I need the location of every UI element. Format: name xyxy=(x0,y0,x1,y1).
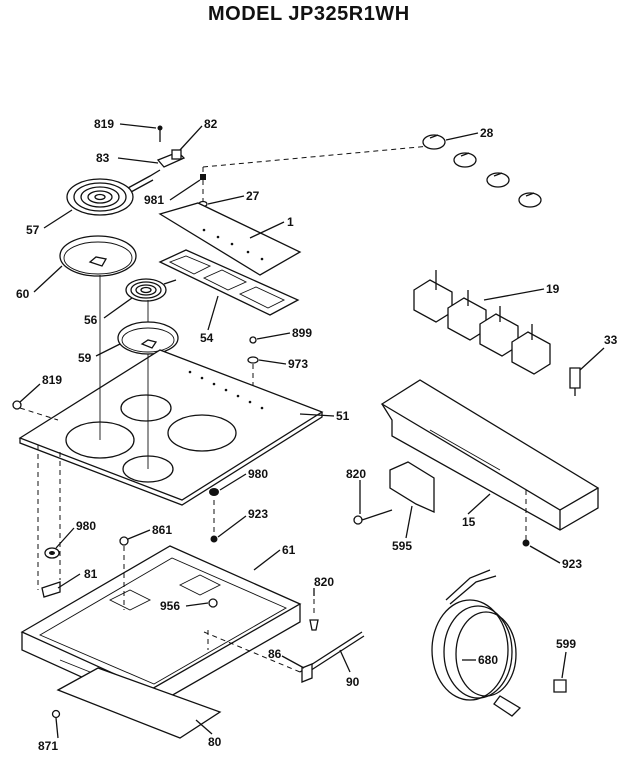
bracket-595 xyxy=(389,461,435,514)
label-56: 56 xyxy=(84,313,98,327)
label-19: 19 xyxy=(546,282,560,296)
terminal-block xyxy=(156,125,186,168)
control-knobs-28 xyxy=(422,134,542,208)
label-973: 973 xyxy=(288,357,308,371)
label-956: 956 xyxy=(160,599,180,613)
label-82: 82 xyxy=(204,117,218,131)
label-33: 33 xyxy=(604,333,618,347)
strain-relief-599 xyxy=(553,679,567,693)
label-27: 27 xyxy=(246,189,260,203)
label-871: 871 xyxy=(38,739,58,753)
burner-box-61 xyxy=(20,545,302,709)
bottom-plate-80 xyxy=(56,667,222,739)
label-899: 899 xyxy=(292,326,312,340)
label-57: 57 xyxy=(26,223,40,237)
label-90: 90 xyxy=(346,675,360,689)
diagram-title: MODEL JP325R1WH xyxy=(208,3,410,25)
drip-pan-small xyxy=(117,321,179,355)
label-15: 15 xyxy=(462,515,476,529)
screw-923a xyxy=(210,535,218,543)
label-680: 680 xyxy=(478,653,498,667)
label-861: 861 xyxy=(152,523,172,537)
label-923a: 923 xyxy=(248,507,268,521)
label-595: 595 xyxy=(392,539,412,553)
leader-lines xyxy=(19,123,605,739)
screw-871 xyxy=(51,709,61,719)
bracket-81 xyxy=(41,581,61,598)
grommet-980b xyxy=(44,547,60,559)
label-820a: 820 xyxy=(346,467,366,481)
label-54: 54 xyxy=(200,331,214,345)
label-60: 60 xyxy=(16,287,30,301)
screw-899 xyxy=(249,336,257,344)
label-819b: 819 xyxy=(42,373,62,387)
clip-27 xyxy=(198,180,208,208)
label-80: 80 xyxy=(208,735,222,749)
screw-981 xyxy=(200,145,431,180)
indicator-light-33 xyxy=(569,367,581,396)
screw-819b xyxy=(12,400,59,421)
label-981: 981 xyxy=(144,193,164,207)
label-923b: 923 xyxy=(562,557,582,571)
gasket-54 xyxy=(158,249,300,316)
drip-pan-large xyxy=(59,235,137,277)
label-599: 599 xyxy=(556,637,576,651)
surface-unit-small xyxy=(125,278,177,302)
label-86: 86 xyxy=(268,647,282,661)
label-83: 83 xyxy=(96,151,110,165)
part-labels: 819 82 83 28 981 27 57 1 60 56 54 19 899… xyxy=(16,117,618,753)
screw-820a xyxy=(353,509,393,525)
rod-90 xyxy=(203,631,365,683)
wire-harness-680 xyxy=(431,569,522,717)
label-28: 28 xyxy=(480,126,494,140)
screw-861 xyxy=(119,536,129,610)
label-59: 59 xyxy=(78,351,92,365)
label-81: 81 xyxy=(84,567,98,581)
label-61: 61 xyxy=(282,543,296,557)
label-980a: 980 xyxy=(248,467,268,481)
surface-unit-large xyxy=(66,169,161,216)
screw-923b xyxy=(522,490,530,547)
label-820b: 820 xyxy=(314,575,334,589)
infinite-switches-19 xyxy=(413,270,551,375)
label-51: 51 xyxy=(336,409,350,423)
label-1: 1 xyxy=(287,215,294,229)
grommet-980a xyxy=(209,488,219,496)
part-956 xyxy=(207,598,218,650)
backsplash-trim-1 xyxy=(158,202,302,276)
label-980b: 980 xyxy=(76,519,96,533)
main-top-51 xyxy=(18,349,324,506)
label-819a: 819 xyxy=(94,117,114,131)
control-housing-15 xyxy=(380,379,600,531)
